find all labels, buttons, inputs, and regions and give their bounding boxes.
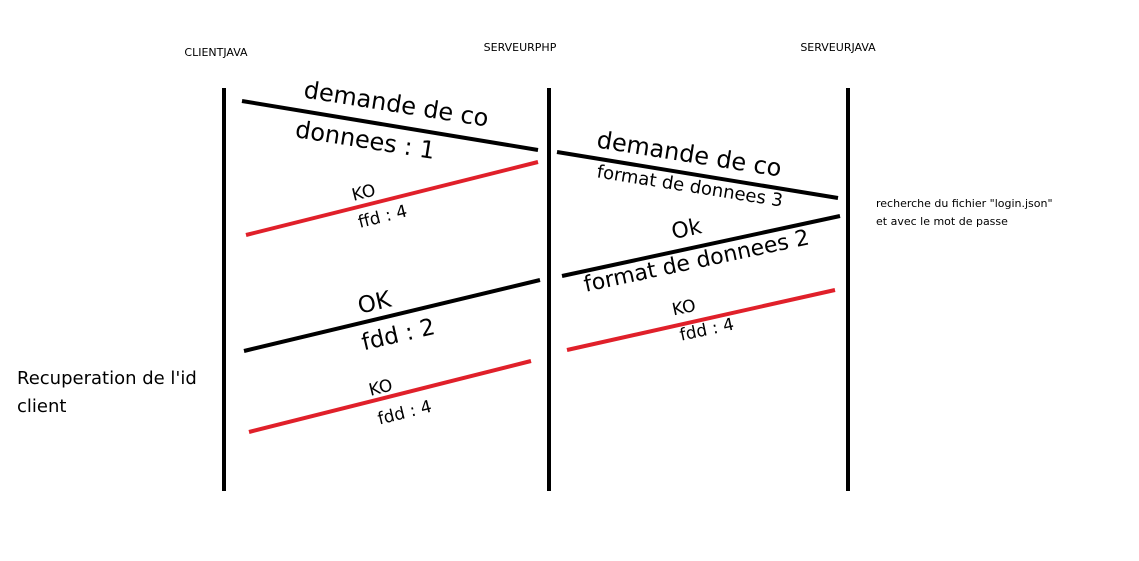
message-line-ko-php-to-client (245, 160, 539, 237)
actor-label-serveurphp: SERVEURPHP (484, 41, 557, 54)
message-line-ok-php-to-client (243, 278, 541, 353)
note-serveurjava-line1: recherche du fichier "login.json" (876, 197, 1053, 210)
note-serveurjava-line2: et avec le mot de passe (876, 215, 1008, 228)
message-line-demande-connexion-client (241, 99, 539, 152)
message-line-ko-php-to-client-2 (248, 359, 532, 434)
message-m4-label: Ok (669, 214, 704, 245)
message-line-demande-connexion-php (556, 150, 839, 200)
message-m5-format: fdd : 4 (678, 315, 736, 346)
message-line-ok-java-to-php (561, 214, 841, 278)
note-client-line1: Recuperation de l'id (17, 368, 197, 389)
actor-label-serveurjava: SERVEURJAVA (800, 41, 876, 54)
actor-label-clientjava: CLIENTJAVA (184, 46, 248, 59)
message-m7-format: fdd : 4 (376, 397, 434, 430)
message-line-ko-java-to-php (566, 288, 836, 352)
message-m5-label: KO (670, 296, 697, 320)
note-client-line2: client (17, 396, 66, 417)
